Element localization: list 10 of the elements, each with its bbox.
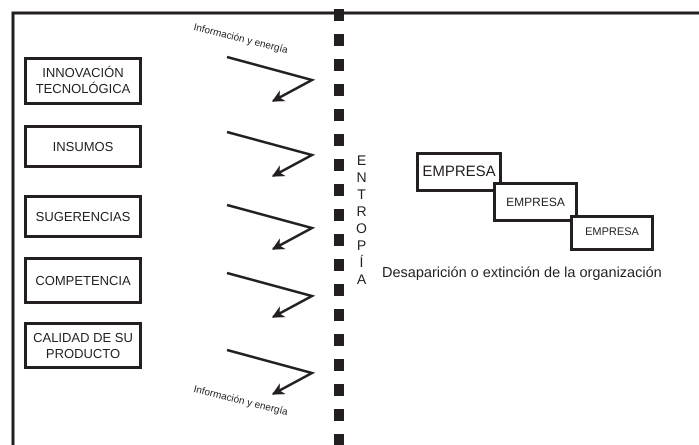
text-box: CALIDAD DE SU PRODUCTO (24, 322, 142, 369)
text-box: INSUMOS (24, 125, 142, 168)
vertical-title: ENTROPÍA (356, 152, 367, 288)
text-box: COMPETENCIA (24, 257, 142, 304)
text-box: EMPRESA (493, 182, 578, 222)
text-box: SUGERENCIAS (24, 195, 142, 238)
text-box: INNOVACIÓN TECNOLÓGICA (24, 57, 142, 105)
text-box: EMPRESA (570, 215, 654, 251)
description-text: Desaparición o extinción de la organización (382, 265, 662, 281)
text-box: EMPRESA (416, 152, 502, 192)
